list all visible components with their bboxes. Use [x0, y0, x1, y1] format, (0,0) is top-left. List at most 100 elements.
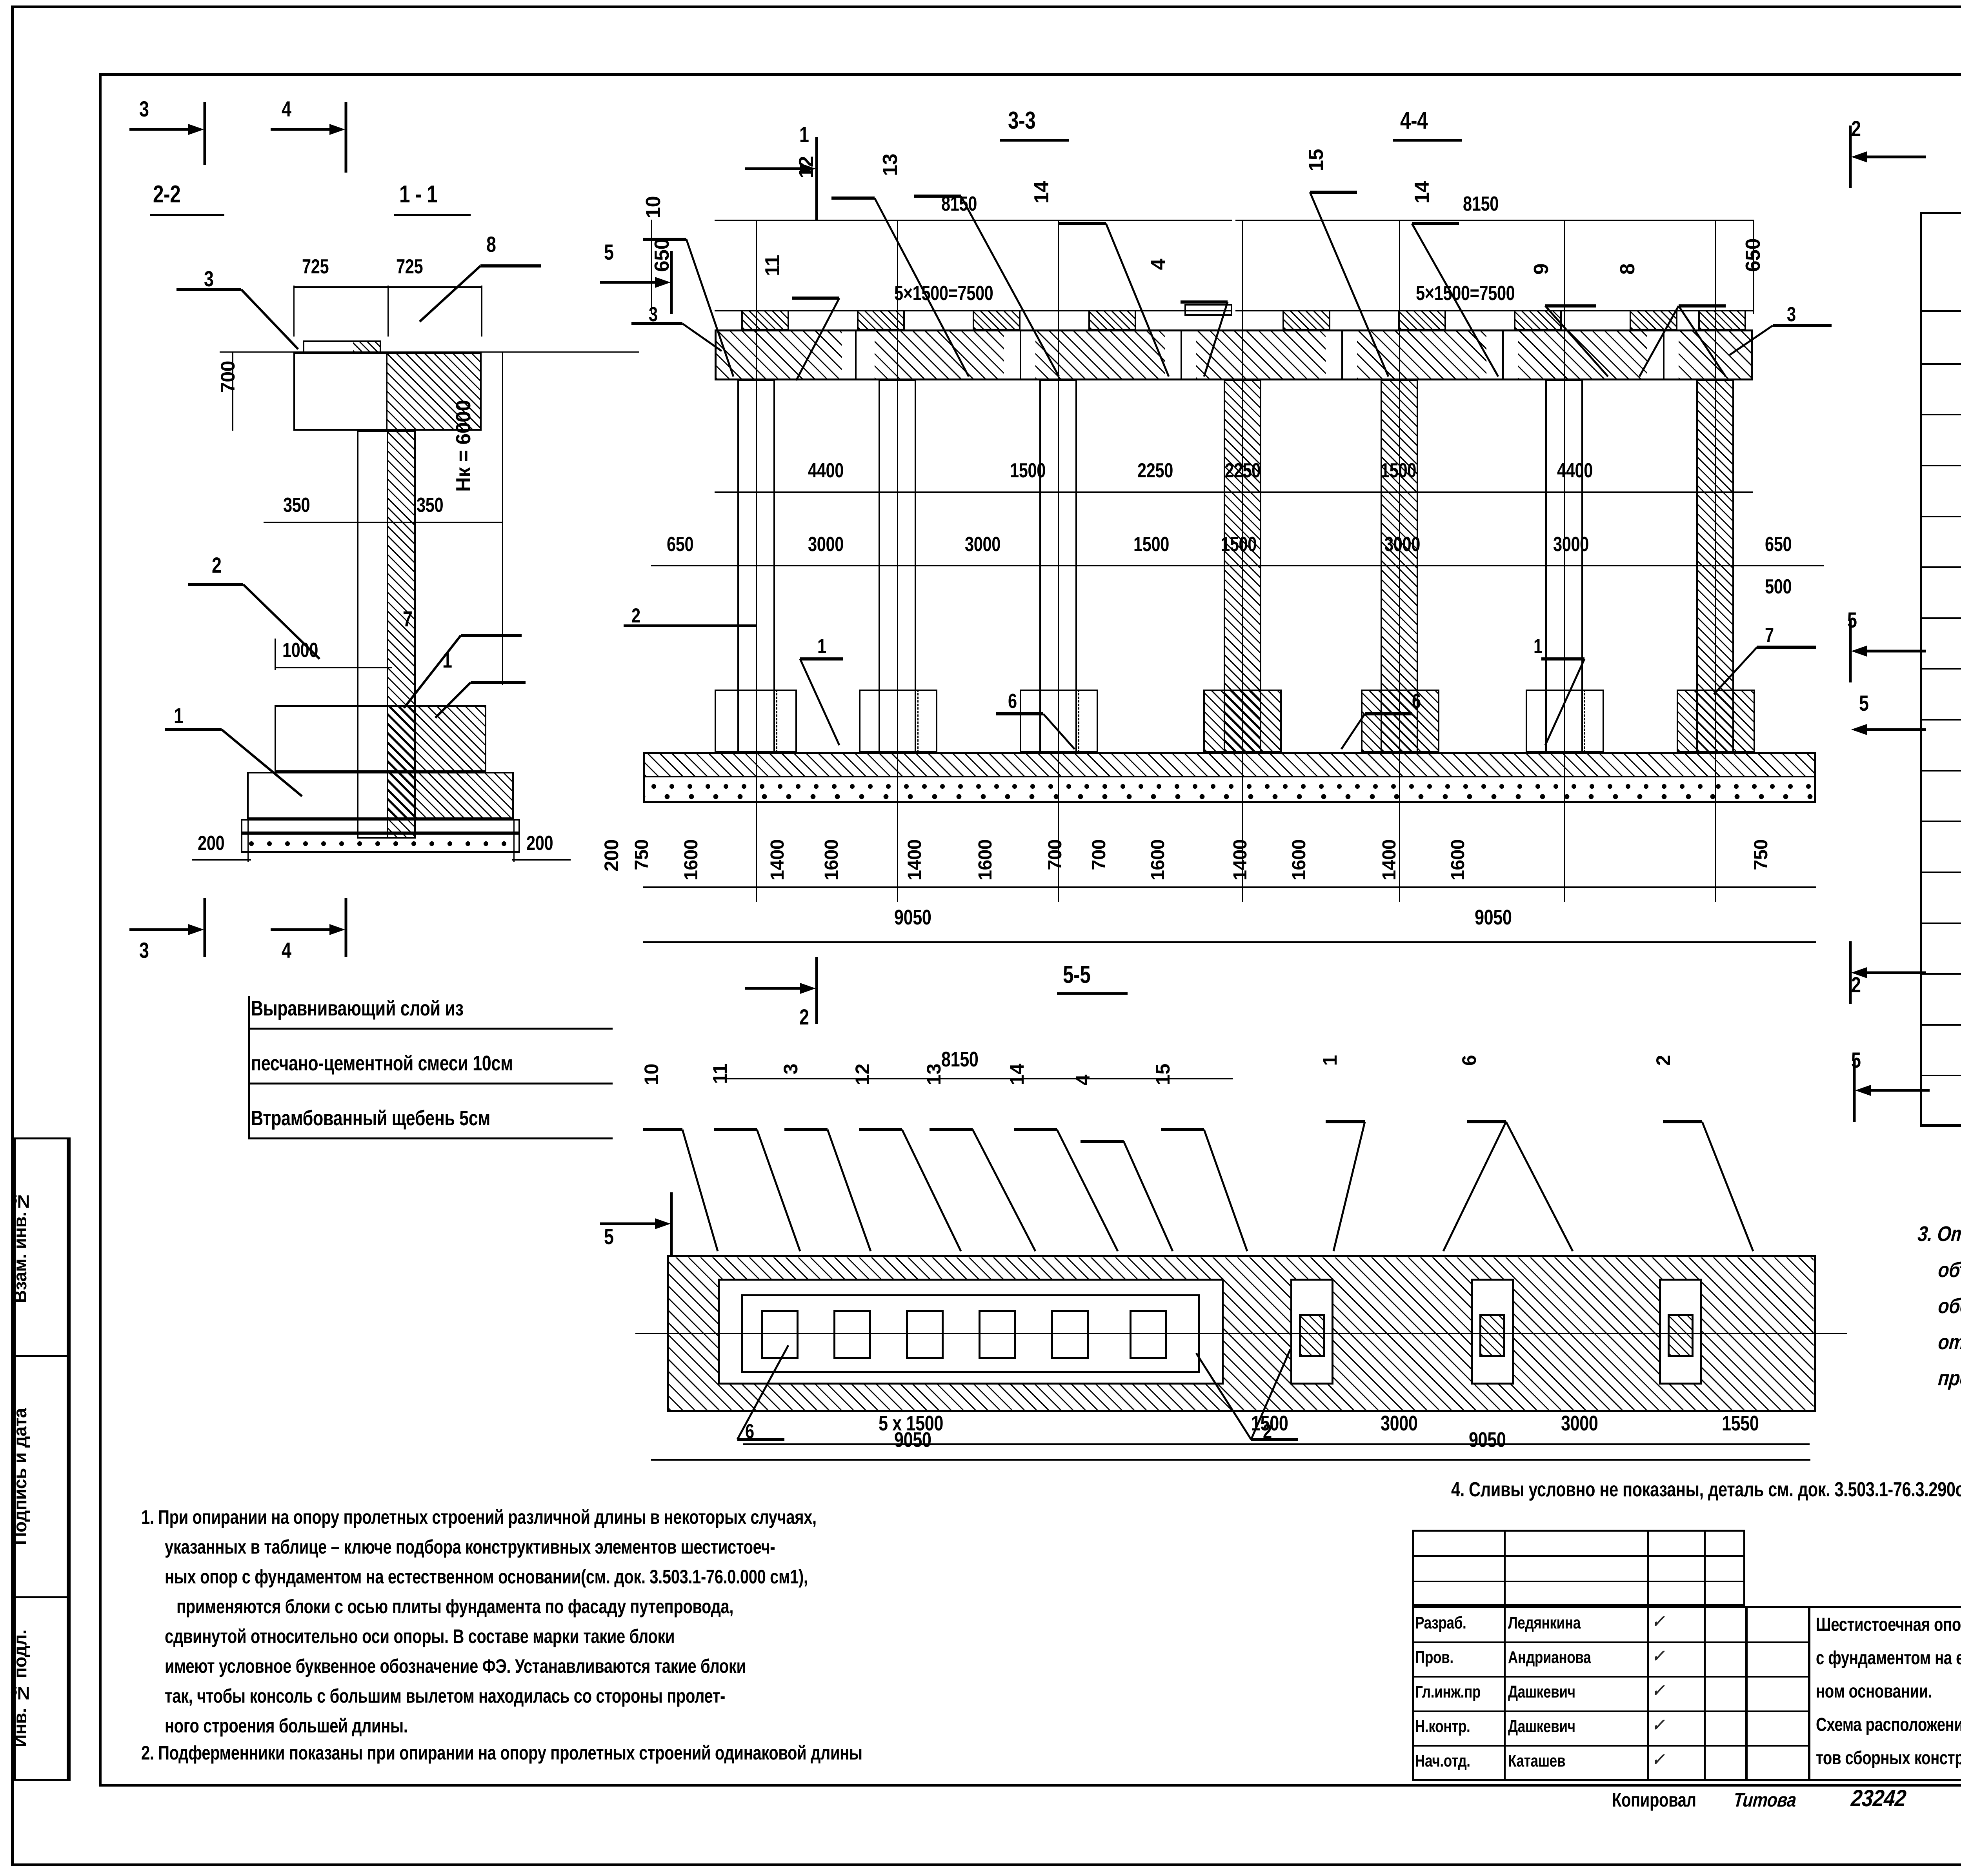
dim-1600-e: 1600 — [1289, 839, 1310, 881]
pedestal-dashed — [1039, 690, 1079, 752]
note-4: 4. Сливы условно не показаны, деталь см.… — [1451, 1478, 1961, 1501]
mark-label-3-left: 3 — [204, 266, 214, 291]
dim-650-b-right: 650 — [1765, 533, 1792, 556]
margin-stamp-label: Инв. № подл. — [10, 1630, 30, 1747]
dim-3000-c: 3000 — [1384, 533, 1420, 556]
column-centerline — [897, 220, 898, 902]
pedestal-dashed — [737, 690, 777, 752]
copy-number: 23242 — [1850, 1785, 1907, 1811]
role-rule — [1412, 1745, 1808, 1747]
section-title-2-2: 2-2 — [153, 181, 181, 208]
dim-700-b: 700 — [1089, 839, 1110, 870]
elev-pedestal-hatch — [1205, 691, 1280, 751]
dim-3000-d: 3000 — [1553, 533, 1589, 556]
dim-line-plan-total-right — [1231, 1459, 1810, 1461]
cap-beam-joint — [1663, 329, 1664, 380]
pedestal — [275, 705, 486, 772]
bearing-pad-hatch — [974, 311, 1019, 329]
key-table-row-rule — [1920, 821, 1961, 822]
section-marker-label-4: 4 — [282, 96, 291, 121]
dim-line-total-left — [643, 941, 1230, 943]
cap-beam-joint — [1181, 329, 1182, 380]
bearing-pad-hatch — [743, 311, 788, 329]
section-marker-3-bottom — [129, 898, 206, 957]
title-block: 3.503.1-76.0.100 Разраб.Ледянкина✓Пров.А… — [1412, 1530, 1961, 1811]
dim-line-rowA — [715, 491, 1753, 493]
dim-line-total-right — [1230, 941, 1816, 943]
mark-label-3-elev-left: 3 — [649, 303, 658, 326]
mark-label-2-elev: 2 — [631, 604, 640, 627]
dim-line-700 — [232, 351, 233, 431]
mark-label-1-left: 1 — [174, 703, 184, 728]
elev-pedestal-hatch — [1363, 691, 1438, 751]
dim-8150-right: 8150 — [1463, 193, 1499, 215]
column-centerline — [756, 220, 757, 902]
key-table-cell-designation: -12 — [1950, 945, 1961, 966]
leader-1-right — [434, 681, 526, 719]
dim-1400-b: 1400 — [904, 839, 925, 881]
title-block-role: Н.контр. — [1415, 1717, 1470, 1736]
section-marker-1-elev — [745, 137, 818, 220]
dim-line-725 — [293, 286, 387, 288]
margin-stamp-cell: Инв. № подл. — [10, 1596, 69, 1781]
dim-725-left: 725 — [302, 255, 329, 278]
key-table-row-rule — [1920, 1024, 1961, 1026]
note-3-line: обетанирования выпусков арматуры — [1937, 1294, 1961, 1318]
cap-beam-joint — [1020, 329, 1021, 380]
bearing-plate-hatch — [353, 342, 380, 351]
dim-ext-h-top — [463, 351, 506, 353]
crushed-stone-bed — [241, 833, 520, 853]
mark-label-plan-6: 6 — [1458, 1055, 1480, 1066]
signature-mark: ✓ — [1651, 1612, 1665, 1631]
key-table-header-rule — [1920, 310, 1961, 312]
role-col — [1647, 1606, 1649, 1781]
section-marker-label-5-plan-right: 5 — [1851, 1048, 1861, 1072]
bearing-pad-hatch — [1631, 311, 1676, 329]
title-line-4: Схема расположения элемен- — [1816, 1714, 1961, 1735]
section-marker-5-left — [600, 251, 673, 314]
section-marker-3-top — [129, 102, 206, 165]
mark-label-10: 10 — [642, 196, 665, 218]
plan-opening — [906, 1310, 944, 1359]
dim-200-right: 200 — [526, 832, 553, 855]
margin-stamp: Взам. инв.№ Подпись и дата Инв. № подл. — [10, 1137, 99, 1781]
column-centerline — [1399, 220, 1400, 902]
drawing-frame — [99, 73, 1961, 1787]
bed-note-underline — [248, 1137, 613, 1139]
mark-label-plan-11: 11 — [709, 1064, 731, 1084]
dim-2250-b: 2250 — [1225, 459, 1261, 482]
role-rule — [1412, 1641, 1808, 1643]
title-block-log — [1412, 1530, 1745, 1606]
dim-350-left: 350 — [283, 494, 310, 517]
title-col — [1808, 1606, 1810, 1781]
dim-1000: 1000 — [282, 639, 318, 662]
copied-label: Копировал — [1612, 1789, 1696, 1811]
column-centerline — [1242, 220, 1243, 902]
key-table: Обозначение Длина опирае- мого пролетно-… — [1920, 212, 1961, 1127]
log-rule — [1412, 1581, 1745, 1582]
pier-cap-hatch — [386, 354, 480, 429]
cap-beam-joint — [855, 329, 857, 380]
mark-label-14: 14 — [1030, 181, 1053, 204]
dim-500-right: 500 — [1765, 575, 1792, 598]
bearing-pad-hatch — [859, 311, 903, 329]
mark-label-plan-6-bottom: 6 — [745, 1420, 754, 1443]
dim-5x1500-right: 5×1500=7500 — [1416, 282, 1515, 305]
section-marker-2-bottomright — [1849, 941, 1926, 1004]
bed-note-1: песчано-цементной смеси 10см — [251, 1051, 578, 1075]
title-block-role: Разраб. — [1415, 1613, 1466, 1632]
plan-centerline — [635, 1333, 1847, 1334]
key-table-cell-designation: -15 — [1950, 1097, 1961, 1119]
column-centerline — [1058, 220, 1059, 902]
bearing-pad-hatch — [1700, 311, 1745, 329]
key-table-cell-designation: -05 — [1950, 589, 1961, 611]
mark-label-1-right: 1 — [442, 648, 452, 672]
dim-9050-left: 9050 — [894, 906, 931, 929]
dim-1400-a: 1400 — [767, 839, 788, 881]
dim-plan-1550: 1550 — [1722, 1412, 1759, 1435]
note-1-line: имеют условное буквенное обозначение ФЭ.… — [165, 1655, 746, 1677]
section-title-3-3: 3-3 — [1008, 107, 1036, 134]
mark-label-6-elev-a: 6 — [1008, 690, 1017, 713]
plan-opening — [761, 1310, 799, 1359]
mark-label-plan-14: 14 — [1006, 1064, 1028, 1085]
